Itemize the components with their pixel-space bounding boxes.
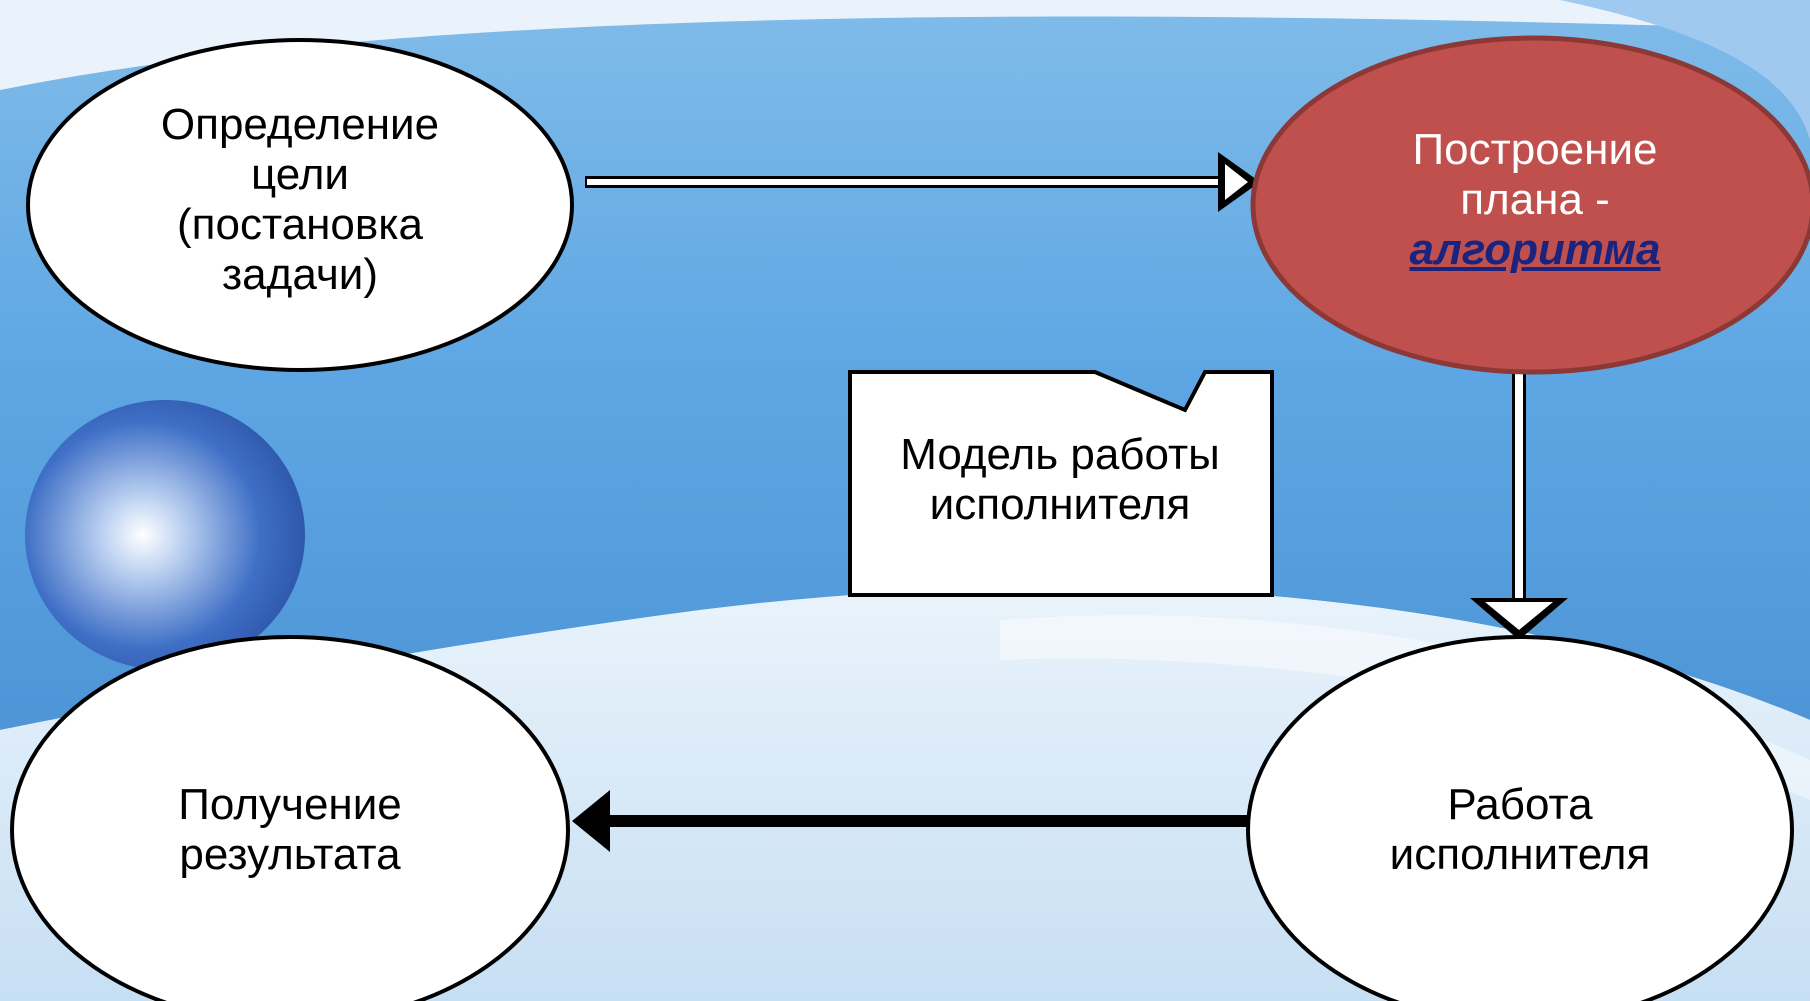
model-label: Модель работы исполнителя bbox=[850, 420, 1270, 540]
model-callout bbox=[848, 370, 1274, 597]
arrow-goal-to-plan bbox=[585, 152, 1260, 212]
model-line-1: Модель работы bbox=[900, 430, 1220, 479]
work-line-2: исполнителя bbox=[1389, 830, 1651, 879]
goal-line-4: задачи) bbox=[222, 250, 378, 299]
arrow-plan-to-work bbox=[1470, 360, 1568, 640]
result-label: Получение результата bbox=[20, 760, 560, 900]
goal-line-3: (постановка bbox=[177, 200, 423, 249]
goal-label: Определение цели (постановка задачи) bbox=[40, 70, 560, 330]
goal-line-1: Определение bbox=[160, 100, 440, 149]
goal-node bbox=[26, 38, 574, 372]
goal-line-2: цели bbox=[251, 150, 349, 199]
work-node bbox=[1246, 635, 1794, 1001]
work-label: Работа исполнителя bbox=[1245, 760, 1795, 900]
result-line-1: Получение bbox=[178, 780, 402, 829]
plan-node bbox=[1250, 35, 1810, 375]
result-line-2: результата bbox=[179, 830, 401, 879]
model-line-2: исполнителя bbox=[929, 480, 1191, 529]
plan-line-2: плана - bbox=[1460, 175, 1610, 224]
plan-line-1: Построение bbox=[1412, 125, 1658, 174]
result-node bbox=[10, 635, 570, 1001]
plan-label: Построение плана - алгоритма bbox=[1255, 110, 1810, 290]
work-line-1: Работа bbox=[1447, 780, 1593, 829]
arrow-work-to-result bbox=[572, 790, 1255, 852]
decorative-sphere bbox=[25, 400, 305, 670]
algorithm-link[interactable]: алгоритма bbox=[1409, 225, 1661, 274]
